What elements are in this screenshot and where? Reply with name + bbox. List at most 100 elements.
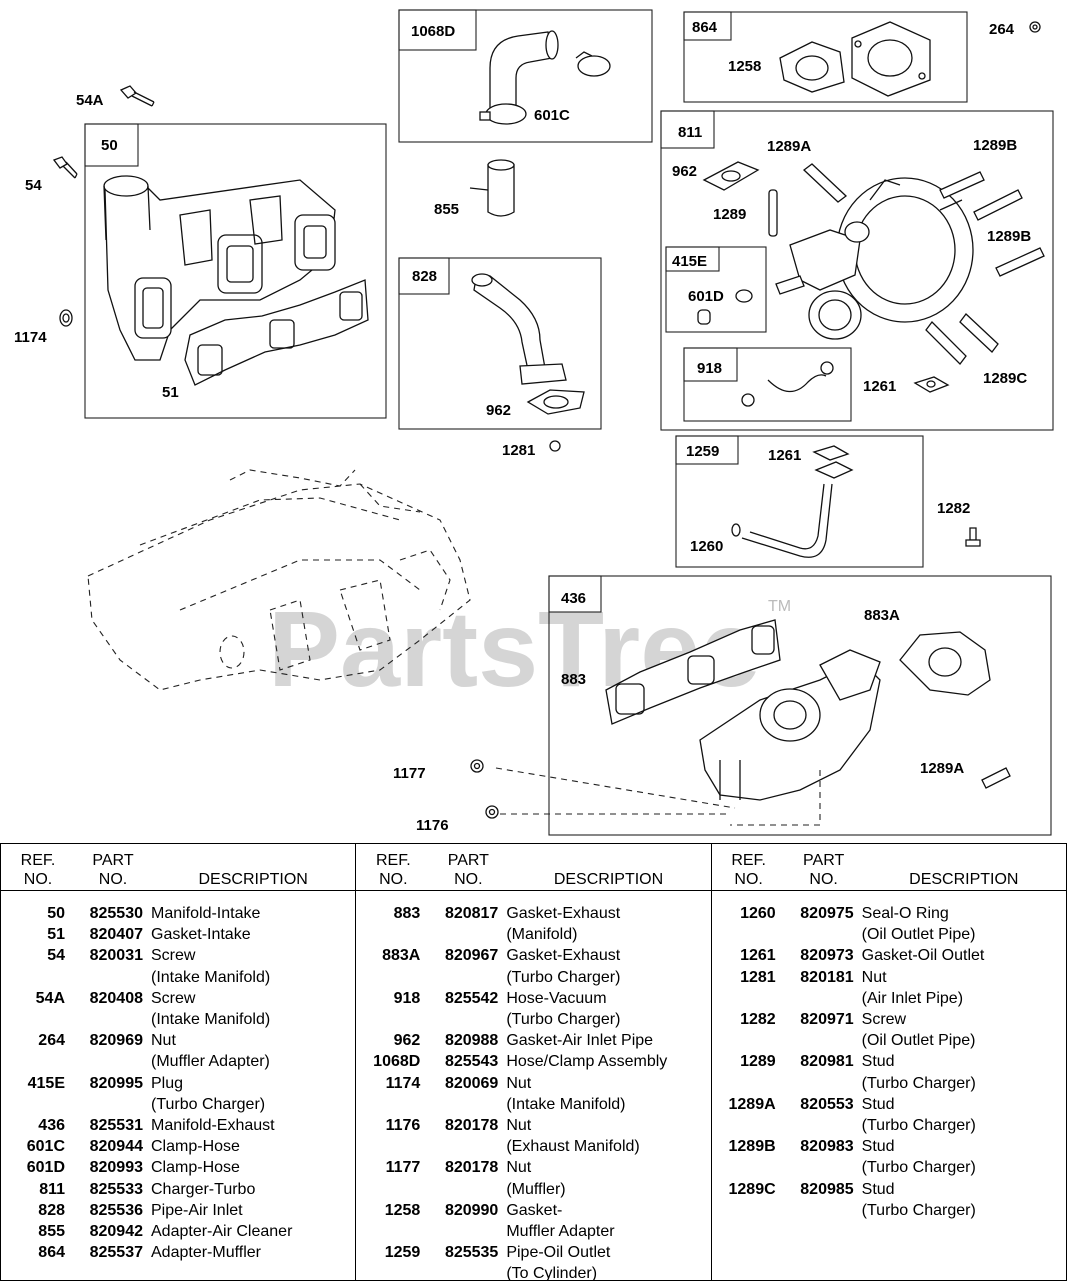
callout-1259[interactable]: 1259 xyxy=(686,443,719,460)
part-no: 825533 xyxy=(89,1180,143,1198)
table-row: (Manifold) xyxy=(356,924,710,945)
callout-601c[interactable]: 601C xyxy=(534,107,570,124)
callout-1068d[interactable]: 1068D xyxy=(411,23,455,40)
description: Gasket- xyxy=(506,1201,563,1219)
part-no: 825536 xyxy=(89,1201,143,1219)
ref-no xyxy=(356,1009,430,1030)
table-row: (To Cylinder) xyxy=(356,1263,710,1280)
ref-no: 811 xyxy=(39,1180,65,1198)
part-no: 820983 xyxy=(800,1138,854,1156)
description: Manifold-Exhaust xyxy=(151,1117,275,1135)
description: Screw xyxy=(151,947,196,965)
description: Manifold-Intake xyxy=(151,905,261,922)
ref-no: 1289A xyxy=(728,1095,776,1113)
callout-1289[interactable]: 1289 xyxy=(713,206,746,223)
part-no xyxy=(786,924,862,945)
part-no xyxy=(430,1136,506,1157)
part-no xyxy=(75,1051,151,1072)
callout-864[interactable]: 864 xyxy=(692,19,718,36)
callout-1176[interactable]: 1176 xyxy=(416,817,449,834)
callout-811[interactable]: 811 xyxy=(678,124,702,141)
table-row: (Turbo Charger) xyxy=(712,1115,1066,1136)
header-ref: REF.NO. xyxy=(375,852,411,888)
description: Stud xyxy=(861,1138,895,1156)
callout-855[interactable]: 855 xyxy=(434,201,459,218)
callout-264[interactable]: 264 xyxy=(989,21,1015,38)
callout-1261-oil[interactable]: 1261 xyxy=(768,447,801,464)
callout-1289b-top[interactable]: 1289B xyxy=(973,137,1017,154)
ref-no xyxy=(356,1179,430,1200)
callout-1174[interactable]: 1174 xyxy=(14,329,47,346)
description: (Turbo Charger) xyxy=(151,1095,266,1113)
ref-no xyxy=(1,967,75,988)
gasket-1261-icon xyxy=(913,376,950,393)
part-no: 820988 xyxy=(444,1032,499,1050)
part-no xyxy=(430,1009,506,1030)
ref-no: 1259 xyxy=(384,1244,421,1262)
engine-block-outline xyxy=(87,469,471,691)
callout-1258[interactable]: 1258 xyxy=(728,58,761,75)
callout-1289c[interactable]: 1289C xyxy=(983,370,1027,387)
part-no xyxy=(786,1073,862,1094)
description: Stud xyxy=(861,1053,895,1071)
table-row: (Muffler Adapter) xyxy=(1,1051,355,1072)
callout-50[interactable]: 50 xyxy=(101,137,118,154)
part-no: 820993 xyxy=(89,1159,143,1177)
description: Nut xyxy=(506,1159,532,1177)
callout-415e[interactable]: 415E xyxy=(672,253,707,270)
callout-1281[interactable]: 1281 xyxy=(502,442,535,459)
description: (Manifold) xyxy=(506,926,578,944)
description: Gasket-Oil Outlet xyxy=(861,947,985,965)
description: (Turbo Charger) xyxy=(506,968,621,986)
callout-1177[interactable]: 1177 xyxy=(393,765,426,782)
callout-1282[interactable]: 1282 xyxy=(937,500,970,517)
plug-415e-icon xyxy=(697,289,753,325)
callout-918[interactable]: 918 xyxy=(697,360,722,377)
callout-1289a-top[interactable]: 1289A xyxy=(767,138,811,155)
ref-no xyxy=(1,1094,75,1115)
ref-no: 601D xyxy=(26,1159,65,1177)
callout-1289b-mid[interactable]: 1289B xyxy=(987,228,1031,245)
callout-1261-turbo[interactable]: 1261 xyxy=(863,378,896,395)
group-tag-box-50 xyxy=(84,123,139,167)
callout-828[interactable]: 828 xyxy=(412,268,437,285)
part-no xyxy=(430,967,506,988)
description: Adapter-Muffler xyxy=(151,1244,261,1262)
callout-962-turbo[interactable]: 962 xyxy=(672,163,697,180)
part-no: 825542 xyxy=(444,989,499,1007)
description: (Intake Manifold) xyxy=(151,1011,271,1029)
callout-51[interactable]: 51 xyxy=(162,384,179,401)
callout-883a[interactable]: 883A xyxy=(864,607,900,624)
description: Hose/Clamp Assembly xyxy=(506,1053,668,1071)
callout-883[interactable]: 883 xyxy=(561,671,586,688)
callout-962-inlet[interactable]: 962 xyxy=(486,402,511,419)
part-no xyxy=(430,1263,506,1280)
callout-1260[interactable]: 1260 xyxy=(690,538,723,555)
ref-no: 1281 xyxy=(740,968,776,986)
group-tag-box-1068d xyxy=(398,9,477,51)
exhaust-manifold-436-part xyxy=(699,649,881,801)
group-tag-box-811 xyxy=(660,110,715,149)
exhaust-gasket-883-part xyxy=(605,619,781,725)
callout-54a[interactable]: 54A xyxy=(76,92,104,109)
ref-no: 918 xyxy=(393,989,421,1007)
part-no xyxy=(430,1221,506,1242)
callout-436[interactable]: 436 xyxy=(561,590,586,607)
ref-no: 883 xyxy=(393,905,421,922)
callout-54[interactable]: 54 xyxy=(25,177,42,194)
callout-1289a-exhaust[interactable]: 1289A xyxy=(920,760,964,777)
group-tag-box-1259 xyxy=(675,435,739,465)
ref-no: 962 xyxy=(393,1032,421,1050)
table-row: (Turbo Charger) xyxy=(356,967,710,988)
intake-gasket-part xyxy=(184,279,369,386)
part-no: 820553 xyxy=(800,1095,854,1113)
callout-601d[interactable]: 601D xyxy=(688,288,724,305)
